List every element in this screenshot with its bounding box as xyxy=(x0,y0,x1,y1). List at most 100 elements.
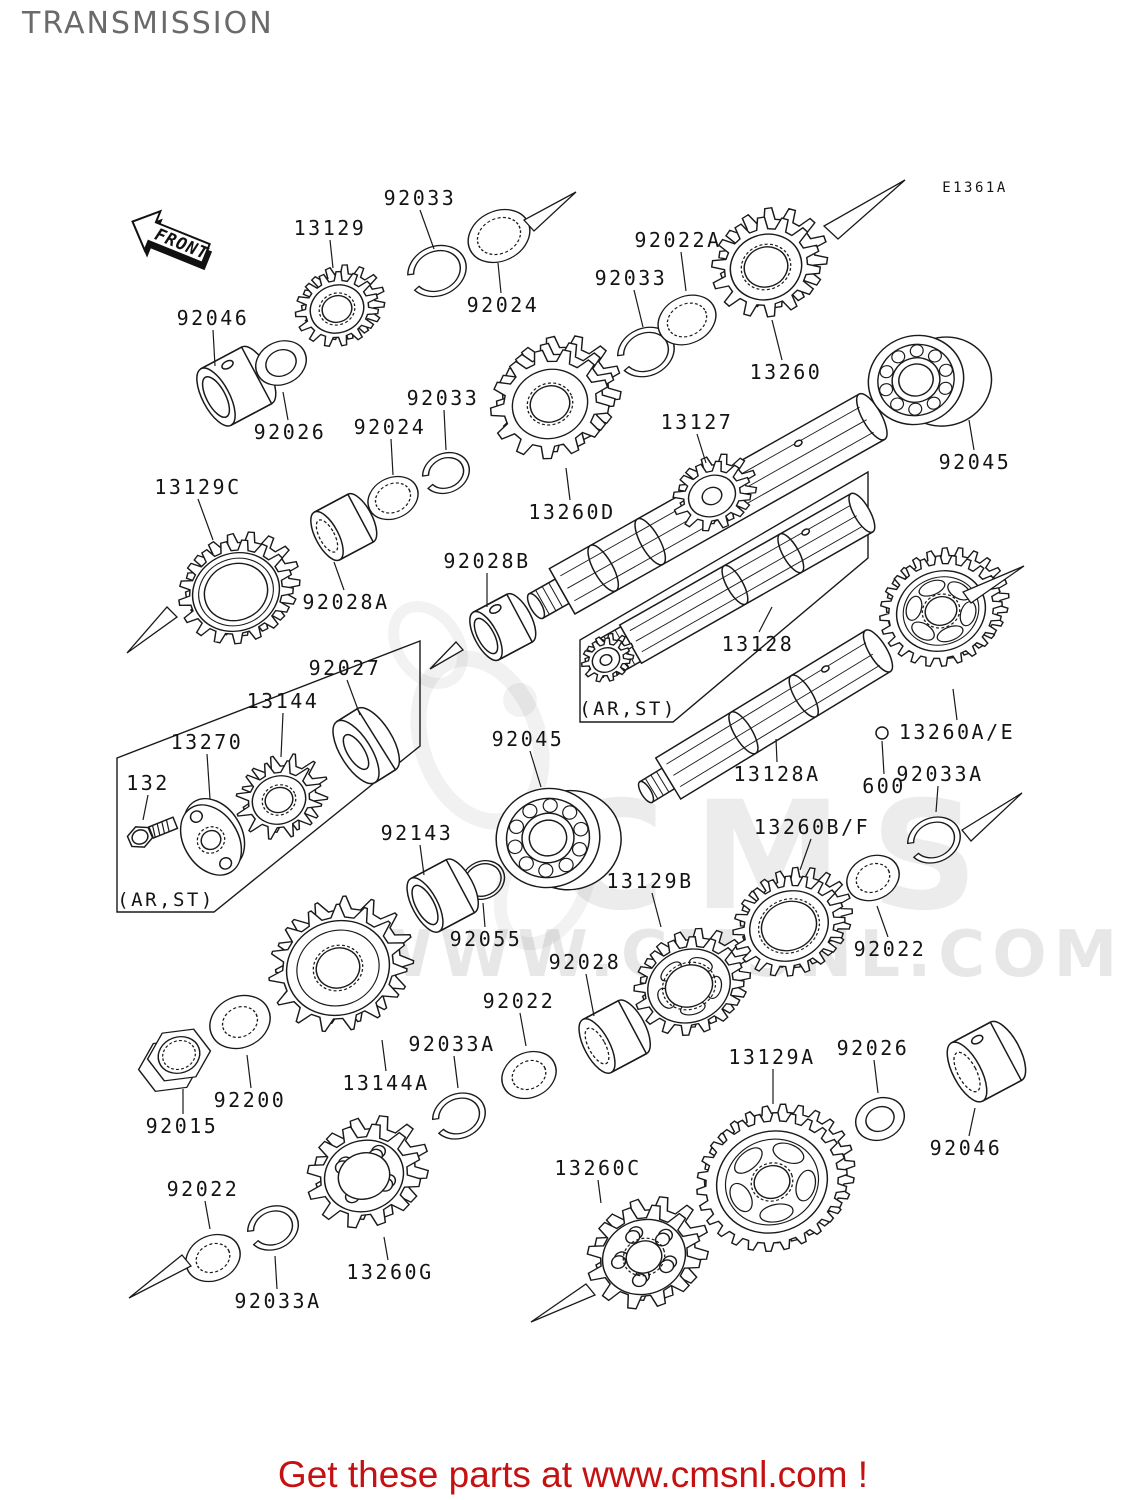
washer-92026-2 xyxy=(855,1096,905,1142)
view-arrow xyxy=(429,641,465,670)
leader-line xyxy=(519,1012,527,1047)
leader-line xyxy=(876,905,889,938)
washer-92022-2 xyxy=(501,1050,557,1100)
leader-line xyxy=(197,498,214,541)
bushing-92028B xyxy=(469,592,537,662)
gear-13144 xyxy=(235,753,329,840)
part-label: 13144A xyxy=(342,1071,429,1095)
leader-line xyxy=(873,1059,879,1094)
part-label: 92033A xyxy=(234,1289,321,1313)
view-arrow xyxy=(961,792,1023,842)
part-label: 92024 xyxy=(467,293,540,317)
view-arrows xyxy=(126,179,1025,1323)
leader-line xyxy=(633,289,644,328)
bushing-92027 xyxy=(332,706,401,785)
washer-92200 xyxy=(209,994,271,1050)
leader-line xyxy=(443,409,447,451)
view-arrow xyxy=(961,565,1025,604)
part-label: (AR,ST) xyxy=(117,889,215,911)
leader-line xyxy=(346,679,361,716)
part-label: 13144 xyxy=(247,689,320,713)
leader-line xyxy=(280,712,284,758)
leader-line xyxy=(565,467,571,501)
part-label: 92027 xyxy=(309,656,382,680)
part-label: 13260 xyxy=(750,360,823,384)
part-label: 13129A xyxy=(728,1045,815,1069)
leader-line xyxy=(775,738,778,763)
circlip-92033A-2 xyxy=(431,1092,486,1140)
gear-13144A xyxy=(268,895,415,1033)
part-label: 13260G xyxy=(346,1260,433,1284)
part-label: 92045 xyxy=(939,450,1012,474)
leader-line xyxy=(419,844,425,876)
part-label: 13127 xyxy=(661,410,734,434)
view-arrow xyxy=(822,179,906,240)
leader-line xyxy=(329,239,334,269)
circlip-92033-1 xyxy=(407,244,467,298)
part-label: 92022 xyxy=(483,989,556,1013)
leader-line xyxy=(771,319,783,361)
labels-layer: 9203313129920249204692022A92033132609202… xyxy=(117,180,1015,1313)
leader-line xyxy=(142,794,149,821)
gear-13260 xyxy=(710,206,829,318)
leader-line xyxy=(333,561,345,591)
part-label: 13270 xyxy=(171,730,244,754)
leader-line xyxy=(529,750,542,788)
bushing-92046-2 xyxy=(946,1020,1027,1103)
bushing-92143 xyxy=(406,858,480,933)
bearing-92045-2 xyxy=(495,787,622,891)
leader-line xyxy=(206,753,211,800)
part-label: 92028A xyxy=(302,590,389,614)
part-label: 92033 xyxy=(407,386,480,410)
leader-line xyxy=(585,973,595,1017)
leader-line xyxy=(419,209,435,250)
part-label: 13260A/E xyxy=(899,720,1015,744)
parts-layer xyxy=(126,206,1027,1310)
footer-text: Get these parts at www.cmsnl.com ! xyxy=(277,1454,869,1495)
holder-plate-13270 xyxy=(179,797,246,876)
part-label: 13129C xyxy=(154,475,241,499)
nut-92015 xyxy=(137,1028,212,1093)
part-label: 13260B/F xyxy=(754,815,870,839)
gear-13129C xyxy=(178,531,301,645)
part-label: 92022 xyxy=(854,937,927,961)
leader-line xyxy=(390,438,394,476)
leader-line xyxy=(383,1236,389,1261)
gear-13128-gear xyxy=(580,632,635,683)
watermark-swirl xyxy=(503,683,537,717)
page-title: TRANSMISSION xyxy=(22,6,274,41)
gear-13260AE xyxy=(879,546,1010,668)
bushing-92046-1 xyxy=(196,345,277,427)
leader-line xyxy=(651,892,662,928)
part-label: E1361A xyxy=(942,180,1008,196)
part-label: 13260D xyxy=(528,500,615,524)
leader-line xyxy=(881,740,885,775)
leader-line xyxy=(204,1200,211,1230)
option-boxes xyxy=(116,470,869,913)
part-label: 92028 xyxy=(549,950,622,974)
leader-line xyxy=(274,1255,278,1290)
part-label: 132 xyxy=(126,771,170,795)
washer-92024-1 xyxy=(467,208,531,264)
gear-13129A xyxy=(696,1103,856,1253)
part-label: 13128A xyxy=(733,762,820,786)
washer-92022A xyxy=(657,294,717,346)
part-label: 13260C xyxy=(554,1156,641,1180)
circlip-92033A-1 xyxy=(906,816,961,864)
part-label: 92046 xyxy=(930,1136,1003,1160)
steel-ball-600 xyxy=(875,726,889,740)
leader-line xyxy=(282,391,289,421)
gear-13129 xyxy=(294,264,386,347)
part-label: 13129 xyxy=(294,216,367,240)
part-label: 92022 xyxy=(167,1177,240,1201)
part-label: 600 xyxy=(862,774,906,798)
part-label: 92033A xyxy=(896,762,983,786)
part-label: 92015 xyxy=(146,1114,219,1138)
view-arrow xyxy=(530,1283,597,1323)
bushing-92028 xyxy=(578,999,652,1074)
leader-line xyxy=(968,419,975,451)
leader-line xyxy=(952,688,958,721)
washer-92022-1 xyxy=(846,854,900,902)
leader-line xyxy=(212,329,216,367)
